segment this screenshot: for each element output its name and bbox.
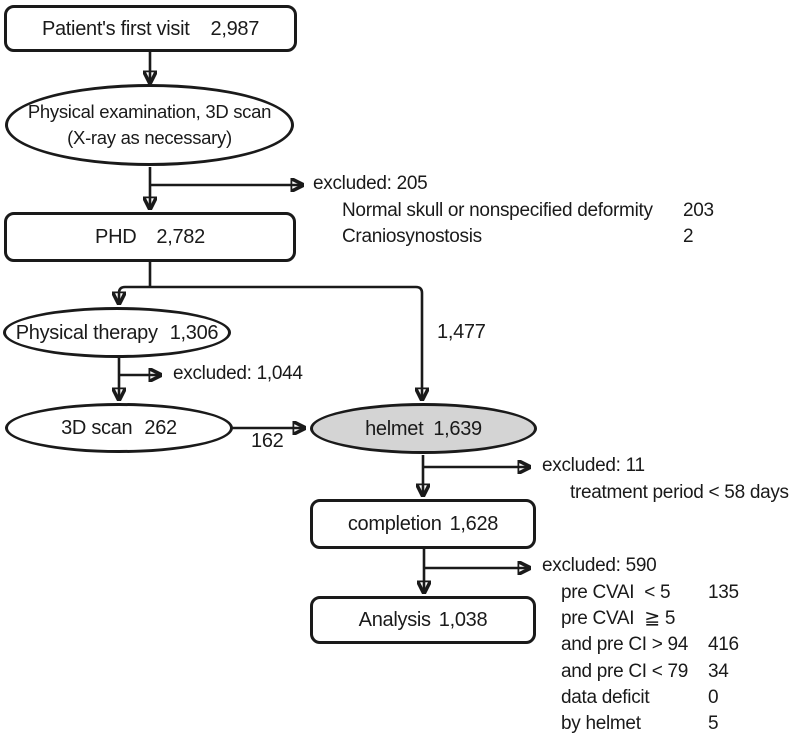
node-phd: PHD 2,782 [4,212,296,262]
edge-label-scan-to-helmet: 162 [251,430,284,452]
exclusion-item-label: and pre CI < 79 [561,660,689,682]
arrow-phd-to-physical-therapy [119,285,150,303]
excluded-after-completion-title: excluded: 590 [542,555,657,576]
node-physical-therapy: Physical therapy 1,306 [3,307,231,358]
node-helmet: helmet 1,639 [310,403,537,454]
excluded-after-helmet-reason: treatment period < 58 days [570,482,789,503]
exclusion-item-label: data deficit [561,686,650,708]
exclusion-item-label: Normal skull or nonspecified deformity [342,200,653,221]
node-count: 2,987 [210,17,260,40]
node-label: PHD [95,226,137,248]
exclusion-item-label: and pre CI > 94 [561,634,689,656]
exclusion-item-label: pre CVAI ≧ 5 [561,608,676,630]
excluded-after-examination-title: excluded: 205 [313,173,428,194]
node-label: Analysis [358,609,431,631]
node-patients-first-visit: Patient's first visit 2,987 [4,5,297,52]
node-label: completion [347,513,442,535]
exclusion-item-value [708,606,739,632]
excluded-after-physical-therapy-title: excluded: 1,044 [173,363,303,384]
excluded-after-completion-list: pre CVAI < 5 135 pre CVAI ≧ 5 and pre CI… [561,580,739,737]
node-label: Physical therapy [15,321,158,344]
node-label: 3D scan [61,417,133,439]
exclusion-item-label: by helmet [561,712,641,734]
edge-label-phd-to-helmet: 1,477 [437,321,486,343]
node-count: 1,639 [433,417,482,440]
node-completion: completion 1,628 [310,499,536,549]
exclusion-item-label: Craniosynostosis [342,226,482,247]
excluded-after-examination-list: Normal skull or nonspecified deformity 2… [342,198,714,250]
node-analysis: Analysis 1,038 [310,596,536,644]
exclusion-item-value: 416 [708,634,739,656]
arrow-phd-to-helmet [150,285,422,399]
exclusion-item-value: 34 [708,660,729,682]
exclusion-item-value: 0 [708,686,719,708]
node-physical-examination: Physical examination, 3D scan (X-ray as … [5,84,294,166]
excluded-after-helmet-title: excluded: 11 [542,455,645,476]
node-label: helmet [365,417,424,440]
node-count: 1,306 [169,321,219,344]
exclusion-item-value: 203 [683,200,714,221]
exclusion-item-value: 135 [708,582,739,603]
node-label-line1: Physical examination, 3D scan [27,101,272,123]
exclusion-item-label: pre CVAI < 5 [561,582,671,603]
exclusion-item-value: 2 [683,226,694,247]
node-label: Patient's first visit [41,17,190,40]
node-count: 1,628 [449,513,499,535]
node-count: 262 [144,417,177,439]
node-count: 2,782 [156,226,205,248]
node-count: 1,038 [438,609,488,631]
node-3d-scan: 3D scan 262 [5,403,233,453]
exclusion-item-value: 5 [708,712,719,734]
node-label-line2: (X-ray as necessary) [67,127,232,148]
